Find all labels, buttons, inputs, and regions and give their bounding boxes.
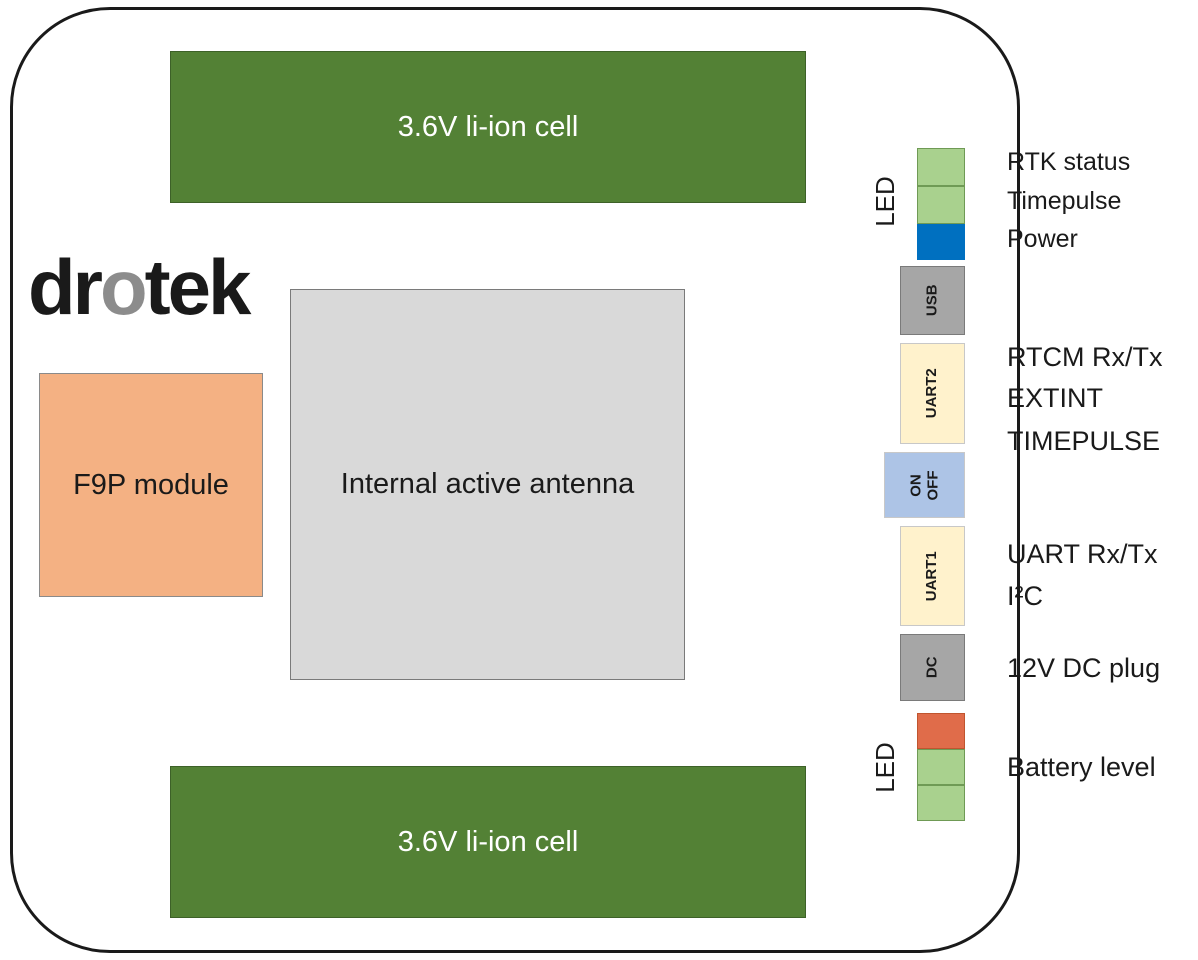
led-battery-green-1 — [917, 749, 965, 785]
led-timepulse-label: Timepulse — [1007, 187, 1122, 215]
uart1-line-i2c: I²C — [1007, 581, 1043, 611]
uart2-connector: UART2 — [900, 343, 965, 444]
dc-description: 12V DC plug — [1007, 653, 1161, 683]
battery-cell-bottom: 3.6V li-ion cell — [170, 766, 806, 918]
led-timepulse — [917, 186, 965, 224]
usb-connector: USB — [900, 266, 965, 335]
dc-connector-label: DC — [923, 656, 941, 679]
led-rtk-status-label: RTK status — [1007, 148, 1131, 176]
uart1-line-uart: UART Rx/Tx — [1007, 539, 1158, 569]
led-power — [917, 224, 965, 260]
battery-cell-top: 3.6V li-ion cell — [170, 51, 806, 203]
battery-level-label: Battery level — [1007, 752, 1156, 782]
internal-antenna-label: Internal active antenna — [340, 468, 635, 500]
dc-connector: DC — [900, 634, 965, 701]
uart1-connector-label: UART1 — [923, 550, 941, 602]
led-group-bottom-label: LED — [869, 742, 900, 793]
f9p-module: F9P module — [39, 373, 263, 597]
led-group-top-label: LED — [869, 176, 900, 227]
led-battery-red — [917, 713, 965, 749]
led-power-label: Power — [1007, 225, 1078, 253]
switch-off-label: OFF — [923, 470, 941, 500]
uart2-line-rtcm: RTCM Rx/Tx — [1007, 342, 1163, 372]
battery-cell-bottom-label: 3.6V li-ion cell — [397, 825, 579, 858]
f9p-module-label: F9P module — [73, 468, 229, 501]
switch-on-label: ON — [907, 473, 924, 497]
drotek-logo: drotek — [28, 243, 251, 331]
led-battery-green-2 — [917, 785, 965, 821]
led-rtk-status — [917, 148, 965, 186]
internal-antenna: Internal active antenna — [290, 289, 685, 680]
uart2-line-extint: EXTINT — [1007, 383, 1104, 413]
usb-connector-label: USB — [923, 284, 941, 317]
uart1-connector: UART1 — [900, 526, 965, 626]
uart2-connector-label: UART2 — [923, 368, 941, 419]
battery-cell-top-label: 3.6V li-ion cell — [397, 110, 579, 143]
uart2-line-timepulse: TIMEPULSE — [1007, 426, 1161, 456]
